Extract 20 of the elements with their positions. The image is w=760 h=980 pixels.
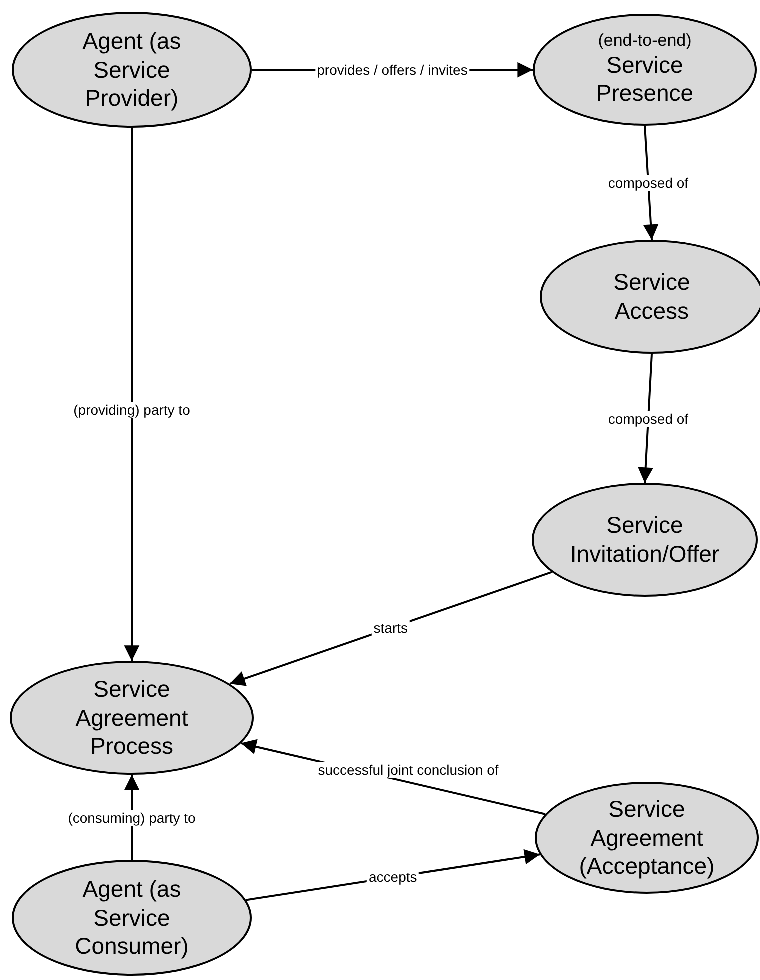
edge-label: (consuming) party to — [66, 810, 198, 826]
edge-label: (providing) party to — [72, 402, 192, 418]
node-label: Service Agreement Process — [74, 674, 190, 762]
arrow — [230, 571, 552, 686]
node-label: Service Invitation/Offer — [569, 511, 721, 569]
edge-label: accepts — [367, 869, 420, 886]
edge-label: composed of — [606, 175, 691, 191]
node-label: Agent (as Service Consumer) — [74, 874, 190, 962]
edge-label: starts — [372, 620, 410, 636]
arrow — [643, 126, 659, 240]
edge-label: provides / offers / invites — [315, 62, 470, 78]
node-label: Service Access — [612, 268, 692, 326]
node-label: (end-to-end) — [598, 32, 692, 51]
arrow — [638, 354, 654, 484]
node-label: Agent (as Service Provider) — [82, 26, 182, 114]
edge-label: successful joint conclusion of — [316, 762, 501, 778]
edge-label: composed of — [606, 410, 691, 426]
arrow — [124, 128, 140, 662]
node-label: Service Presence — [595, 50, 695, 108]
node-label: Service Agreement (Acceptance) — [578, 794, 716, 882]
